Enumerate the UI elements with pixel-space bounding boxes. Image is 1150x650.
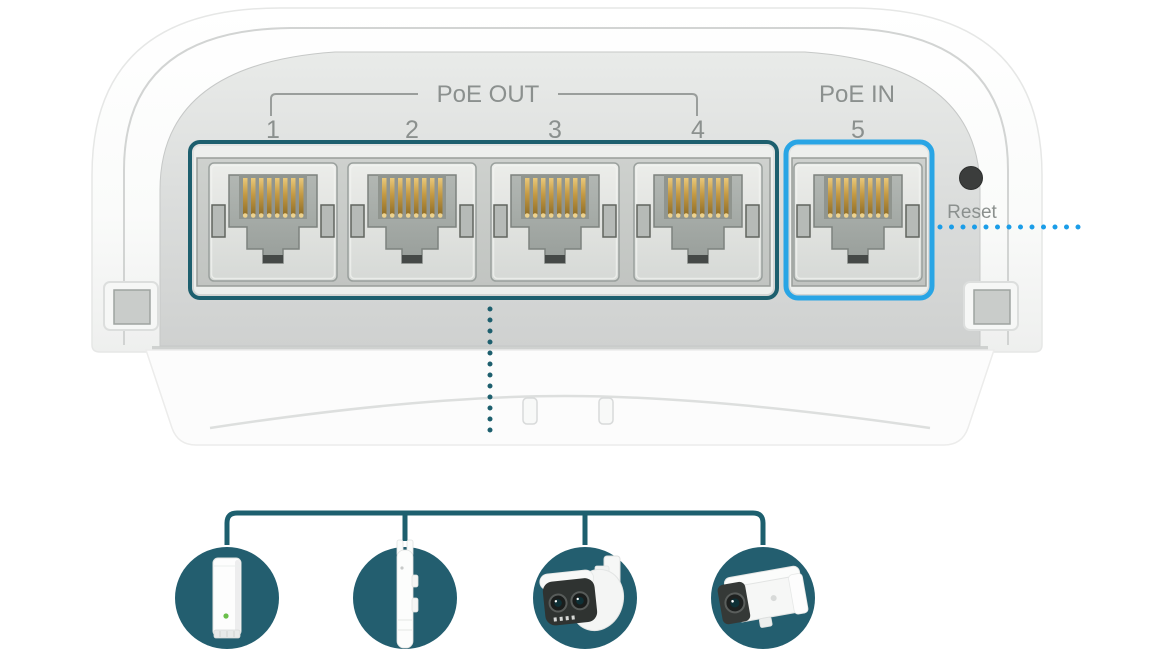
poe-in-highlight-box xyxy=(783,139,935,301)
reset-button xyxy=(959,166,983,190)
rj45-port-1 xyxy=(208,162,338,282)
rj45-port-3 xyxy=(490,162,620,282)
ptz-camera-icon xyxy=(539,555,625,632)
foot-tab xyxy=(522,397,538,425)
lower-lip xyxy=(144,349,996,446)
reset-label: Reset xyxy=(947,202,997,223)
rj45-port-4 xyxy=(633,162,763,282)
device-tree-connector xyxy=(224,510,766,545)
foot-tab xyxy=(598,397,614,425)
rj45-port-5 xyxy=(793,162,923,282)
port-number-1: 1 xyxy=(266,116,280,144)
mounting-slot-right xyxy=(963,281,1019,331)
port-number-3: 3 xyxy=(548,116,562,144)
port-number-5: 5 xyxy=(851,116,865,144)
port-number-2: 2 xyxy=(405,116,419,144)
poe-out-highlight-box xyxy=(188,140,779,300)
poe-in-label: PoE IN xyxy=(819,81,895,108)
mounting-slot-left xyxy=(103,281,159,331)
rj45-port-2 xyxy=(347,162,477,282)
outdoor-cpe-icon xyxy=(396,539,419,649)
bullet-camera-icon xyxy=(717,565,809,628)
poe-out-label: PoE OUT xyxy=(437,81,540,108)
wall-ap-icon xyxy=(212,557,242,639)
panel-bottom-seam xyxy=(152,346,988,350)
port-number-4: 4 xyxy=(691,116,705,144)
shell-seam xyxy=(123,27,1009,345)
poe-out-bracket xyxy=(270,93,698,116)
lip-arch-seam xyxy=(209,394,931,430)
